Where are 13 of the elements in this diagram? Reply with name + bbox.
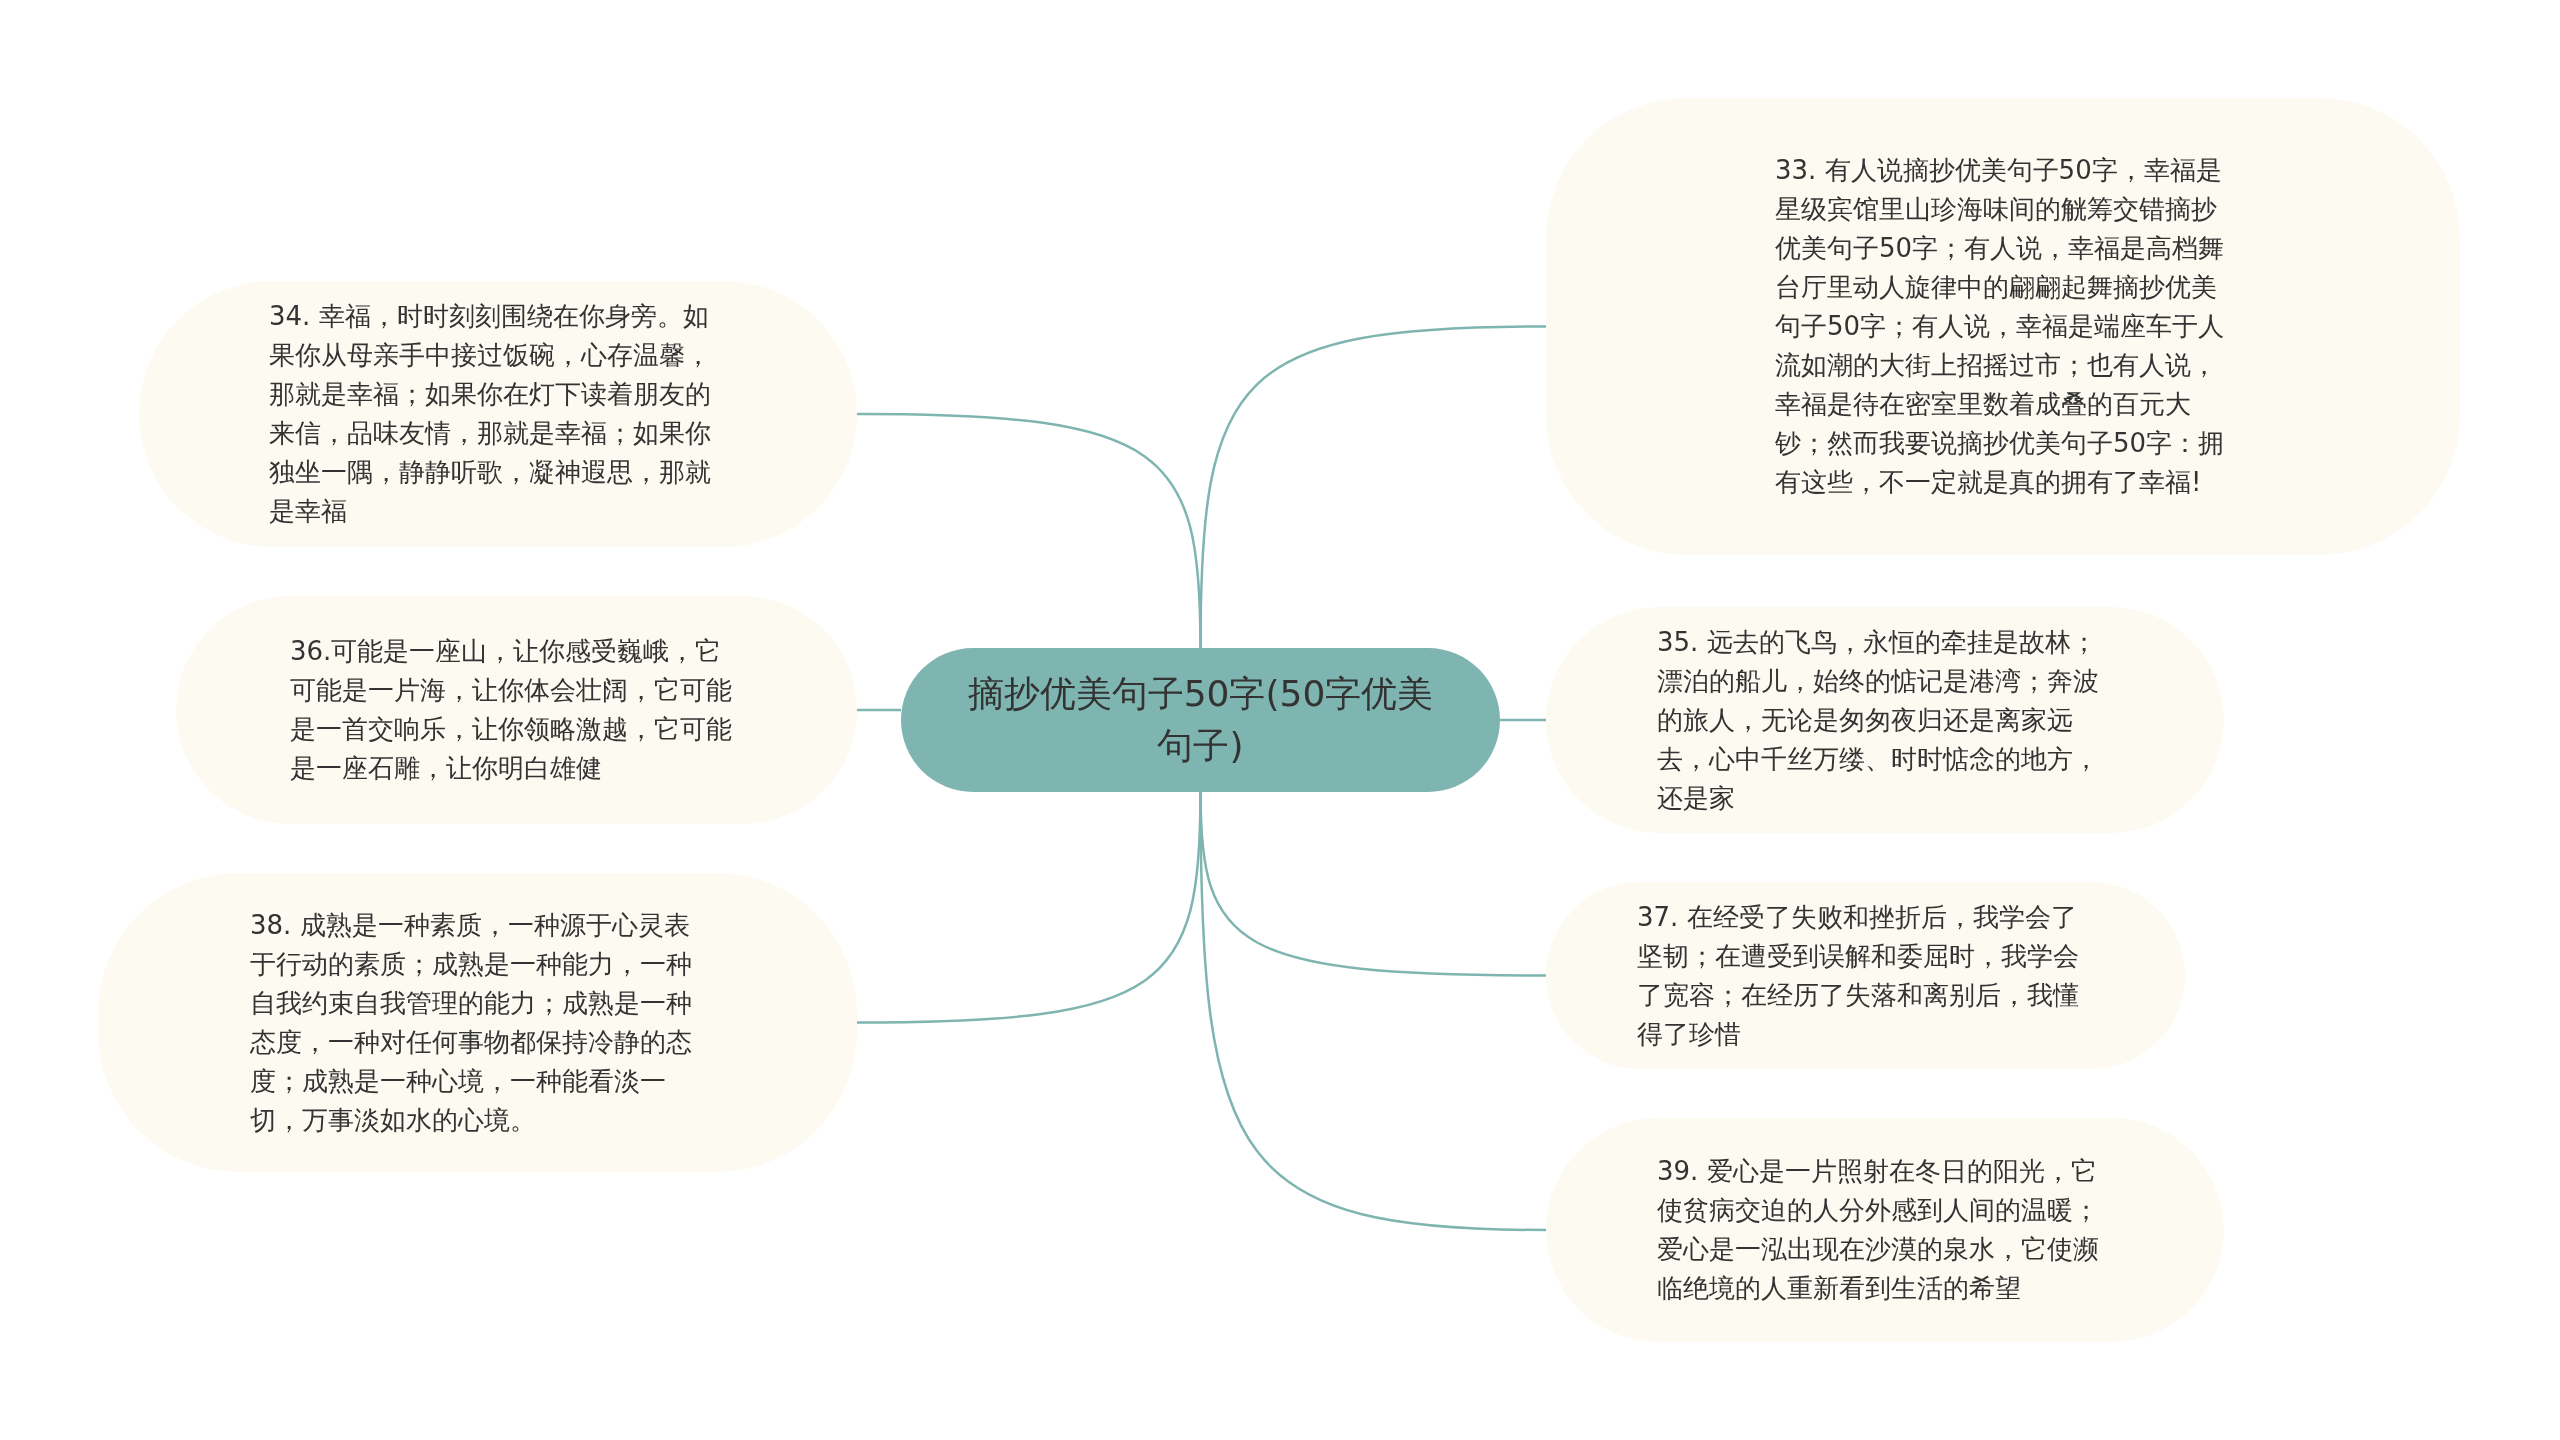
connector-line	[1500, 718, 1546, 722]
connector-line	[857, 412, 1202, 649]
topic-text: 38. 成熟是一种素质，一种源于心灵表于行动的素质；成熟是一种能力，一种自我约束自我管理的能力；成熟是一种态度，一种对任何事物都保持冷静的态度；成熟是一种心境，一种能看淡一切，万事淡如水的心境。	[250, 908, 693, 1137]
connector-line	[1199, 792, 1547, 1232]
topic-text: 39. 爱心是一片照射在冬日的阳光，它使贫病交迫的人分外感到人间的温暖；爱心是一泓出现在沙漠的泉水，它使濒临绝境的人重新看到生活的希望	[1657, 1155, 2100, 1305]
connector-line	[857, 708, 901, 712]
topic-text: 33. 有人说摘抄优美句子50字，幸福是星级宾馆里山珍海味间的觥筹交错摘抄优美句子50字；有人说，幸福是高档舞台厅里动人旋律中的翩翩起舞摘抄优美句子50字；有人说，幸福是端座车于人流如潮的大街上招摇过市；也有人说，幸福是待在密室里数着成叠的百元大钞；然而我要说摘抄优美句子50字：拥有这些，不一定就是真的拥有了幸福!	[1775, 154, 2226, 499]
topic-text: 35. 远去的飞鸟，永恒的牵挂是故林；漂泊的船儿，始终的惦记是港湾；奔波的旅人，无论是匆匆夜归还是离家远去，心中千丝万缕、时时惦念的地方，还是家	[1657, 625, 2100, 815]
topic-box	[1546, 98, 2460, 555]
topic-text: 36.可能是一座山，让你感受巍峨，它可能是一片海，让你体会壮阔，它可能是一首交响乐，让你领略激越，它可能是一座石雕，让你明白雄健	[290, 635, 733, 785]
central-topic-text: 摘抄优美句子50字(50字优美句子)	[966, 672, 1435, 768]
topic-text: 37. 在经受了失败和挫折后，我学会了坚韧；在遭受到误解和委屈时，我学会了宽容；在经历了失落和离别后，我懂得了珍惜	[1637, 900, 2080, 1051]
topic-text: 34. 幸福，时时刻刻围绕在你身旁。如果你从母亲手中接过饭碗，心存温馨，那就是幸福；如果你在灯下读着朋友的来信，品味友情，那就是幸福；如果你独坐一隅，静静听歌，凝神遐思，那就是幸福	[269, 300, 712, 528]
